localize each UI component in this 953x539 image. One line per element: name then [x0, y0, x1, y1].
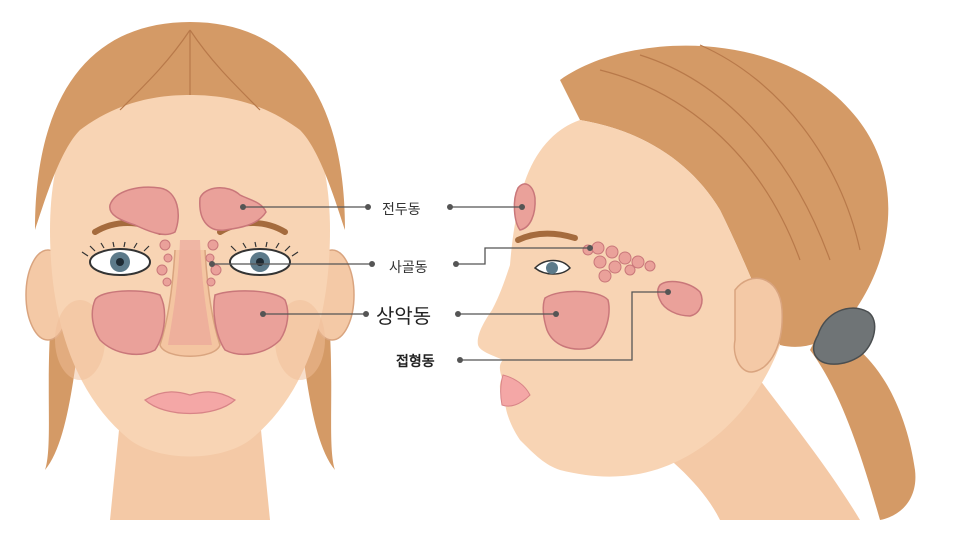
leader-sphenoid-side — [460, 291, 668, 361]
front-lashes-right — [230, 241, 299, 257]
side-sinuses — [513, 183, 703, 350]
front-maxillary-sinus-left — [91, 290, 166, 356]
front-frontal-sinus-right — [199, 187, 267, 231]
front-ethmoid-cells — [156, 239, 222, 287]
side-eyebrow — [515, 230, 578, 243]
front-maxillary-sinus-right — [213, 290, 289, 356]
front-frontal-sinus-left — [109, 186, 179, 236]
side-face-illustration — [477, 44, 916, 520]
label-maxillary-sinus: 상악동 — [376, 304, 432, 328]
leader-ethmoid-side — [456, 247, 590, 265]
front-lashes-left — [81, 241, 150, 257]
side-hair — [560, 45, 889, 347]
front-hair-strands — [119, 29, 261, 111]
leader-lines — [212, 206, 668, 361]
side-scrunchie — [812, 307, 876, 365]
side-hair-strands — [599, 44, 861, 261]
front-nasal-cavity — [168, 240, 212, 345]
side-ethmoid-cells — [582, 241, 656, 283]
front-lips — [143, 391, 237, 414]
label-frontal-sinus: 전두동 — [382, 202, 421, 218]
side-ear — [733, 277, 783, 373]
front-sinuses — [91, 186, 289, 356]
side-lips — [500, 374, 531, 407]
side-maxillary-sinus — [542, 290, 610, 350]
side-iris — [546, 262, 558, 274]
side-ponytail — [810, 330, 916, 520]
side-face-shape — [477, 120, 780, 477]
label-ethmoid-sinus: 사골동 — [389, 260, 428, 276]
front-hair-top — [35, 22, 345, 230]
label-sphenoid-sinus: 접형동 — [396, 354, 435, 370]
leader-dots — [209, 204, 671, 363]
